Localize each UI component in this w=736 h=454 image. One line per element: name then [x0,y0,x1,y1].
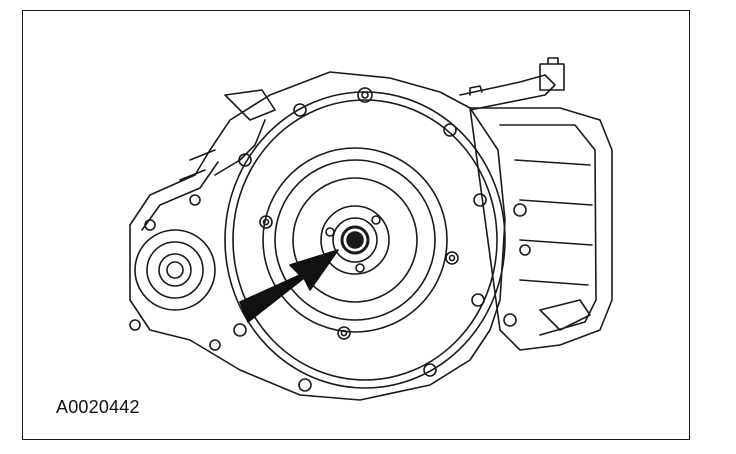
bell-housing [224,87,506,392]
rear-case-housing [469,107,613,351]
figure-frame [22,10,690,440]
torque-converter [262,147,448,333]
arrow-icon [239,249,339,323]
differential-housing [129,71,506,401]
electrical-connector [459,57,565,111]
figure-label: A0020442 [56,397,140,417]
